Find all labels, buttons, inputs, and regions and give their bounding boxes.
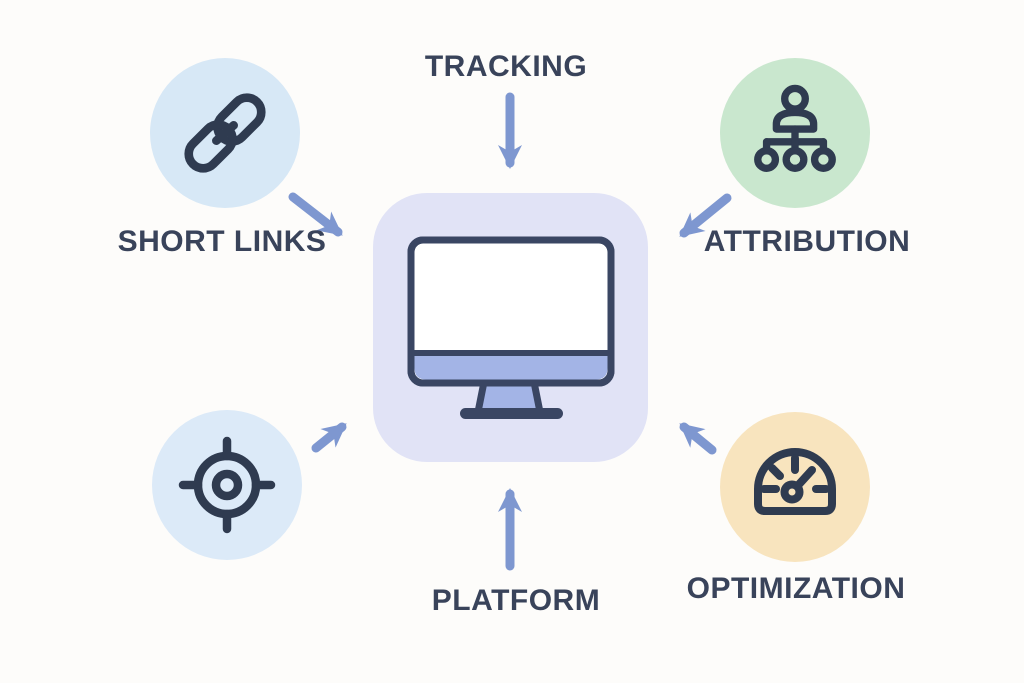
central-hub-card	[373, 193, 648, 462]
optimization-label: OPTIMIZATION	[686, 572, 906, 605]
chain-link-icon	[184, 93, 266, 173]
tracking-label: TRACKING	[424, 50, 588, 83]
gauge-icon	[754, 448, 836, 515]
short-links-label: SHORT LINKS	[117, 225, 327, 258]
crosshair-icon	[178, 436, 276, 534]
platform-label: PLATFORM	[431, 584, 601, 617]
monitor-icon	[407, 236, 615, 419]
optimization-circle	[720, 412, 870, 562]
short-links-circle	[150, 58, 300, 208]
attribution-circle	[720, 58, 870, 208]
targeting-circle	[152, 410, 302, 560]
arrow-optimization-to-hub	[679, 422, 717, 455]
arrow-targeting-to-hub	[311, 422, 347, 453]
attribution-label: ATTRIBUTION	[703, 225, 911, 258]
org-person-icon	[754, 84, 836, 172]
